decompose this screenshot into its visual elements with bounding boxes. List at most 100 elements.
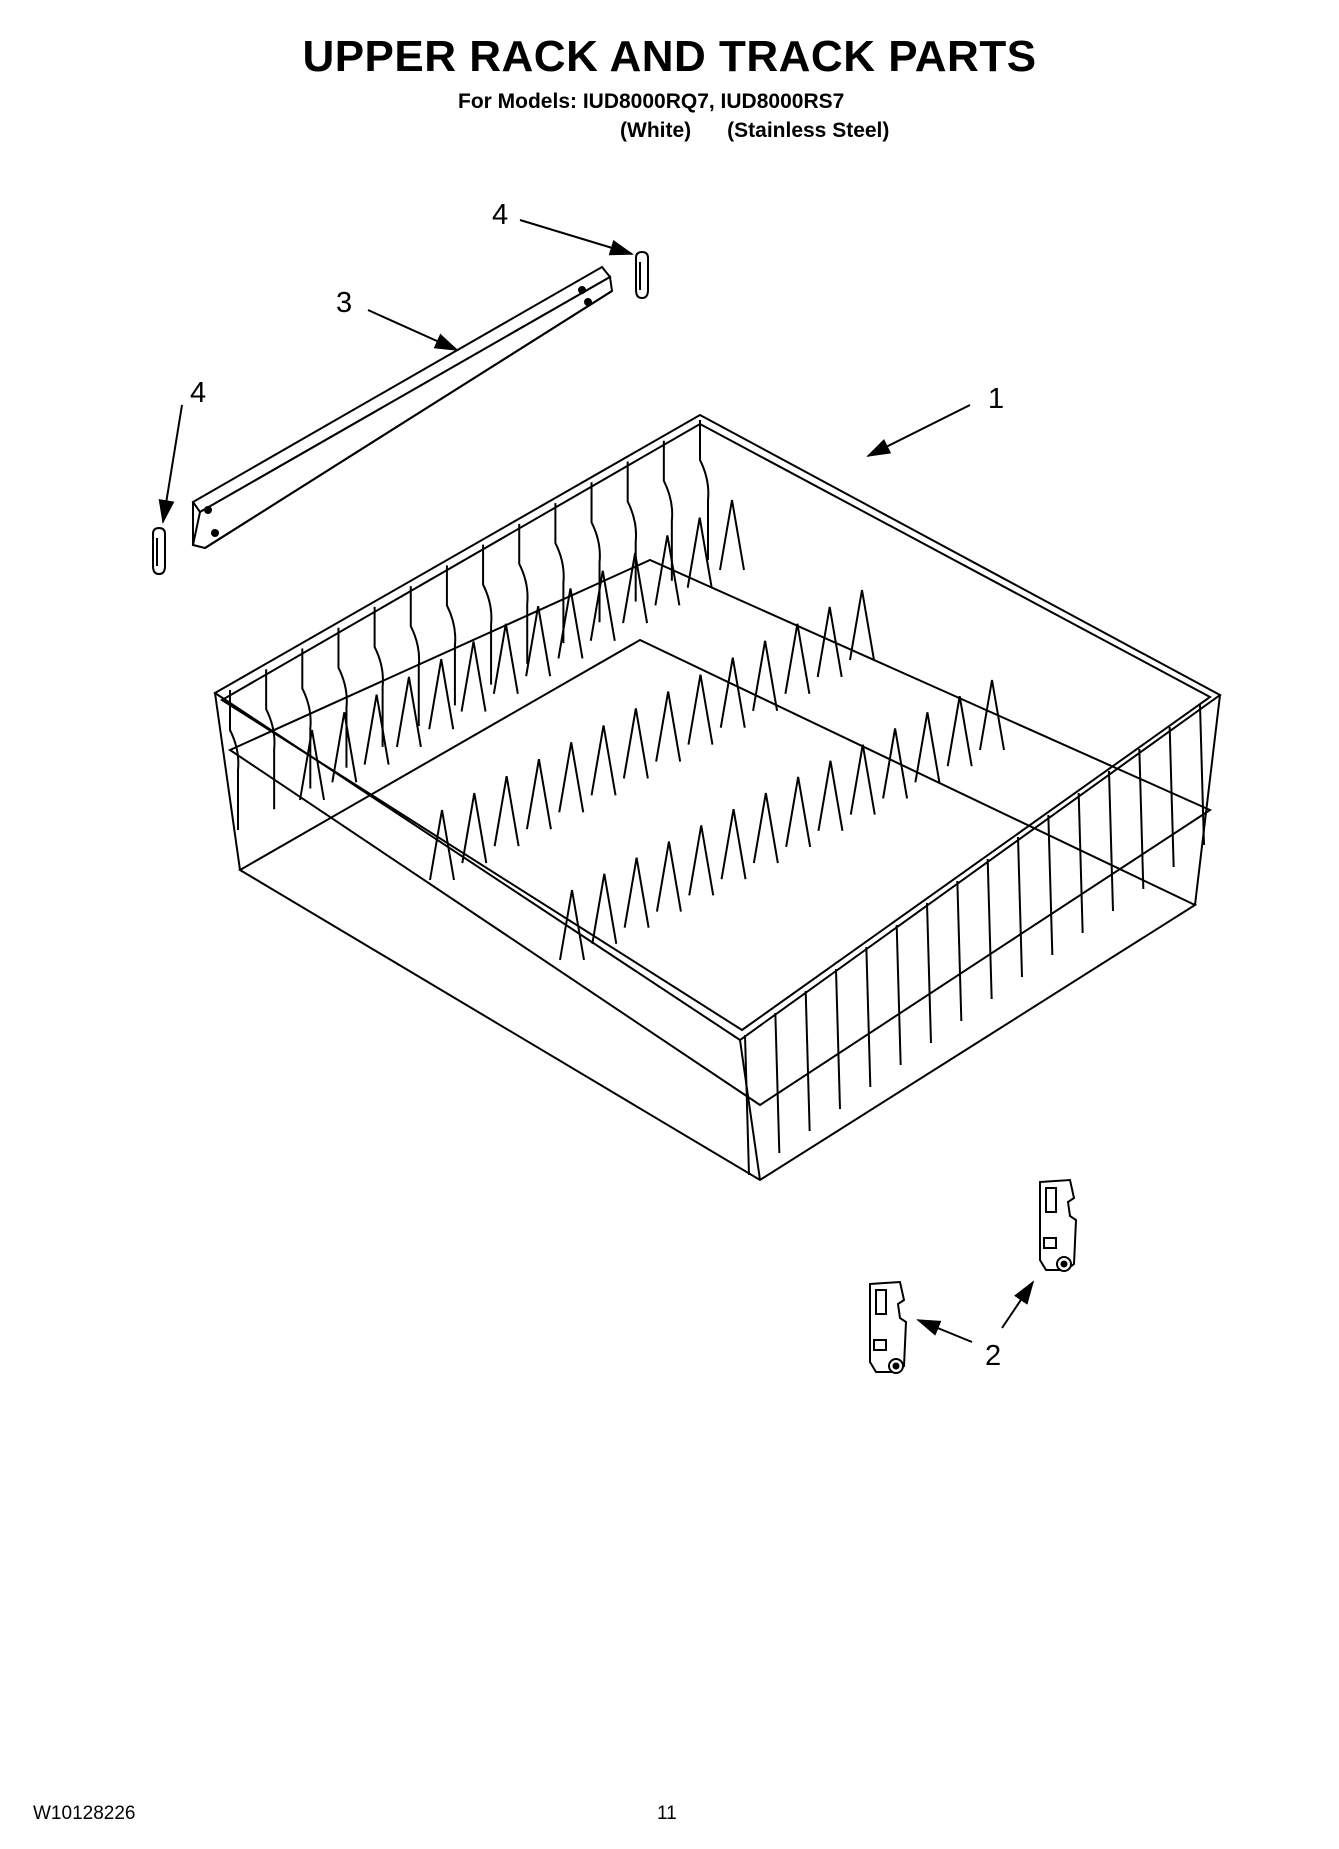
rack-fold-tine [622, 708, 649, 779]
model-variants: (White) (Stainless Steel) [620, 119, 889, 143]
rack-fold-tine [719, 657, 746, 728]
rack-fold-tine [589, 570, 616, 641]
rack-fold-tine [817, 760, 844, 831]
rack-fold-tine [591, 873, 618, 945]
rack-fold-tine [752, 640, 779, 711]
rack-fold-tine [654, 535, 681, 606]
leader-4-left [158, 404, 183, 524]
rack-fold-tine [720, 809, 747, 880]
rack-wall-tine [445, 565, 457, 706]
rack-fold-tine [363, 694, 390, 765]
rack-fold-tine [752, 792, 779, 864]
rack-front-tine [774, 1012, 781, 1154]
rack-fold-tine [655, 691, 682, 762]
rack-fold-tine [849, 589, 875, 661]
rack-tines [229, 420, 710, 830]
page-number: 11 [657, 1803, 677, 1824]
leader-4-right [519, 219, 634, 256]
rack-fold-tine [946, 695, 973, 767]
rack-fold-tine [557, 588, 584, 659]
rack-front-tine [986, 858, 993, 1000]
rack-fold-tine [559, 889, 585, 961]
rack-front-tine [1017, 836, 1023, 978]
rack-front-tine [926, 902, 932, 1044]
rack-front-tine [956, 880, 963, 1022]
rack-fold-tine [687, 674, 714, 745]
leader-1 [866, 404, 971, 457]
rack-fold-tine [461, 792, 488, 864]
rack-wall-tine [662, 440, 674, 581]
rack-wall-tine [229, 690, 240, 830]
rack-front-tine [804, 990, 811, 1132]
rack-wall-tine [554, 503, 565, 644]
document-number: W10128226 [33, 1803, 136, 1824]
rack-fold-tine [816, 606, 843, 678]
callout-3: 3 [336, 287, 352, 319]
rack-fold-tine [428, 659, 455, 730]
rack-roller-b [1039, 1178, 1078, 1272]
rack-fold-tine [785, 776, 812, 848]
variant-stainless: (Stainless Steel) [727, 119, 890, 142]
rack-front-tine [865, 946, 872, 1088]
rack-fold-tine [622, 552, 649, 624]
rack-wall-tine [337, 627, 348, 768]
rack-front-tine [1108, 770, 1114, 912]
rack-center-tines [299, 499, 1005, 961]
rack-front-tine [1168, 726, 1175, 868]
rack-fold-tine [558, 742, 585, 813]
rack-fold-tine [688, 825, 715, 896]
rack-fold-tine [299, 729, 325, 801]
leader-3 [367, 309, 459, 351]
rack-fold-tine [849, 744, 876, 815]
rack-fold-tine [655, 841, 682, 912]
variant-white: (White) [620, 119, 692, 142]
rack-front-tine [1138, 748, 1145, 890]
rack-fold-tine [784, 623, 811, 695]
rack-fold-tine [493, 775, 520, 847]
rack-front-tine [1047, 814, 1054, 956]
track-stop-left [152, 526, 166, 576]
upper-rack [213, 413, 1222, 1182]
rack-wall-tine [265, 669, 276, 810]
rack-fold-tine [882, 728, 909, 799]
rack-wall-tine [626, 461, 638, 602]
leader-lines [158, 219, 1035, 1343]
rack-fold-tine [623, 857, 650, 928]
rack-front-tine [1077, 792, 1084, 934]
rack-fold-tine [429, 809, 455, 881]
rack-fold-tine [979, 679, 1005, 751]
rack-fold-tine [686, 517, 713, 588]
rack-fold-tine [525, 759, 552, 830]
rack-wall-tine [409, 586, 421, 727]
leader-2-a [916, 1319, 973, 1343]
rack-fold-tine [719, 499, 745, 571]
rack-fold-tine [492, 623, 519, 695]
rack-fold-tine [395, 676, 422, 748]
rack-fold-tine [525, 605, 552, 677]
track-stop-right [635, 250, 649, 300]
rack-fold-tine [331, 712, 358, 783]
track-part [191, 265, 614, 550]
callout-4-right: 4 [492, 199, 508, 231]
rack-roller-a [869, 1280, 908, 1374]
rack-wall-tine [699, 420, 710, 560]
rack-fold-tine [590, 725, 617, 796]
callout-2: 2 [985, 1340, 1001, 1372]
rack-wall-tine [373, 606, 384, 747]
rack-wall-tine [301, 648, 312, 789]
page-title: UPPER RACK AND TRACK PARTS [302, 32, 1037, 81]
rack-fold-tine [914, 712, 941, 783]
rack-wall-tine [482, 544, 493, 685]
rack-front-tine [835, 968, 841, 1110]
callout-4-left: 4 [190, 377, 206, 409]
rack-fold-tine [460, 641, 487, 712]
rack-front-tine [895, 924, 902, 1066]
rack-front-tine [744, 1034, 750, 1176]
leader-2-b [1001, 1280, 1035, 1329]
rack-wall-tine [590, 482, 601, 623]
rack-wall-tine [518, 523, 529, 664]
rack-front-tine [1199, 704, 1205, 846]
callout-1: 1 [988, 383, 1004, 415]
rack-front-tines [744, 704, 1205, 1176]
